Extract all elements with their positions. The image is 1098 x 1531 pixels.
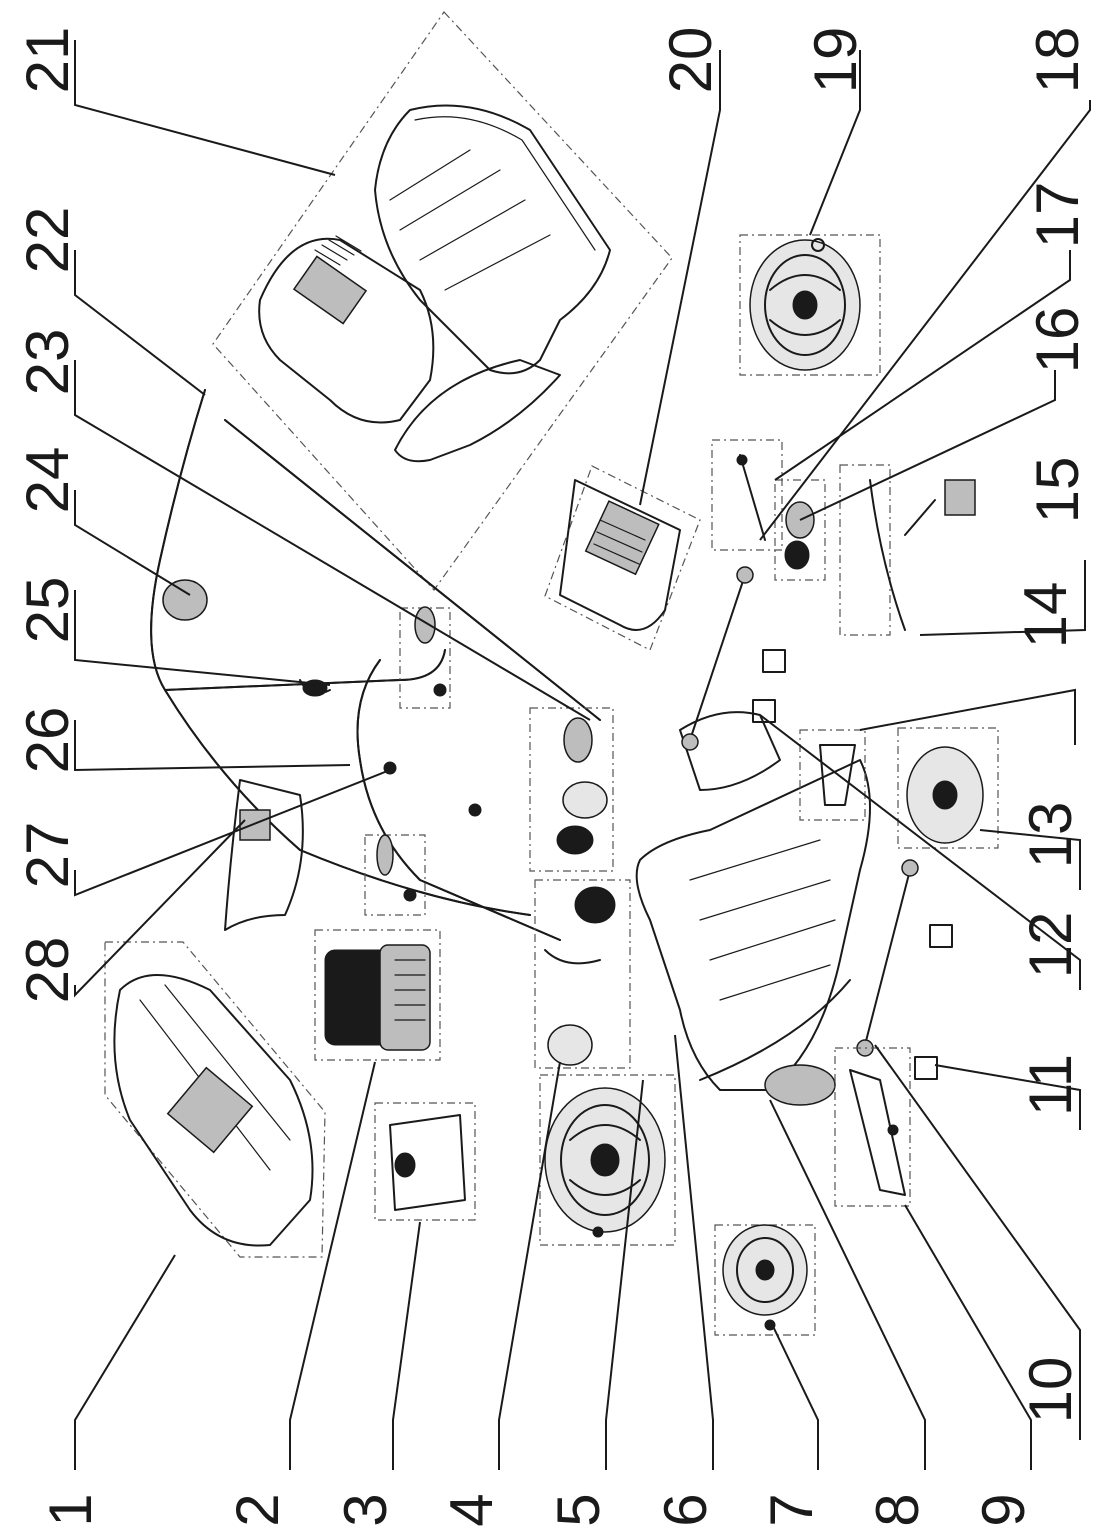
motor-assembly xyxy=(314,929,441,1061)
callout-12: 12 xyxy=(1017,912,1084,979)
callout-28: 28 xyxy=(14,937,81,1004)
grass-bag-assembly xyxy=(212,11,673,591)
callout-13: 13 xyxy=(1017,802,1084,869)
cutting-blade xyxy=(834,1047,911,1207)
callout-27: 27 xyxy=(14,822,81,889)
small-parts-cluster xyxy=(711,439,976,636)
rear-axle xyxy=(681,566,786,751)
top-cover-assembly xyxy=(104,941,326,1258)
rear-flap xyxy=(224,779,304,931)
callout-17: 17 xyxy=(1024,182,1091,249)
rear-wheel-left xyxy=(897,727,999,849)
height-adjust-knobs xyxy=(529,707,631,1069)
callout-11: 11 xyxy=(1017,1054,1084,1116)
callout-22: 22 xyxy=(14,207,81,274)
front-wheel-small xyxy=(714,1224,816,1336)
height-lever xyxy=(799,729,866,821)
mower-deck xyxy=(635,711,871,1106)
motor-cover-assembly xyxy=(544,465,701,651)
callout-labels: 1 2 3 4 5 6 7 8 9 10 11 12 13 14 15 16 1… xyxy=(14,27,1091,1527)
callout-19: 19 xyxy=(802,27,869,94)
front-wheel-left xyxy=(539,1074,676,1246)
callout-21: 21 xyxy=(14,27,81,94)
callout-9: 9 xyxy=(970,1493,1037,1526)
callout-1: 1 xyxy=(37,1493,104,1526)
callout-14: 14 xyxy=(1012,582,1079,649)
callout-26: 26 xyxy=(14,707,81,774)
callout-8: 8 xyxy=(864,1493,931,1526)
callout-4: 4 xyxy=(438,1493,505,1526)
callout-2: 2 xyxy=(224,1493,291,1526)
callout-23: 23 xyxy=(14,329,81,396)
callout-20: 20 xyxy=(657,27,724,94)
lower-handle-assembly xyxy=(356,606,561,941)
switch-box xyxy=(374,1102,476,1221)
callout-18: 18 xyxy=(1024,27,1091,94)
front-axle xyxy=(856,859,953,1080)
callout-15: 15 xyxy=(1024,457,1091,524)
callout-7: 7 xyxy=(758,1493,825,1526)
upper-handle-assembly xyxy=(150,389,601,916)
rear-wheel-right xyxy=(739,234,881,376)
callout-10: 10 xyxy=(1017,1357,1084,1424)
callout-5: 5 xyxy=(545,1493,612,1526)
callout-24: 24 xyxy=(14,447,81,514)
callout-25: 25 xyxy=(14,577,81,644)
callout-3: 3 xyxy=(332,1493,399,1526)
callout-16: 16 xyxy=(1024,307,1091,374)
callout-6: 6 xyxy=(652,1493,719,1526)
leader-lines xyxy=(74,40,1091,1470)
